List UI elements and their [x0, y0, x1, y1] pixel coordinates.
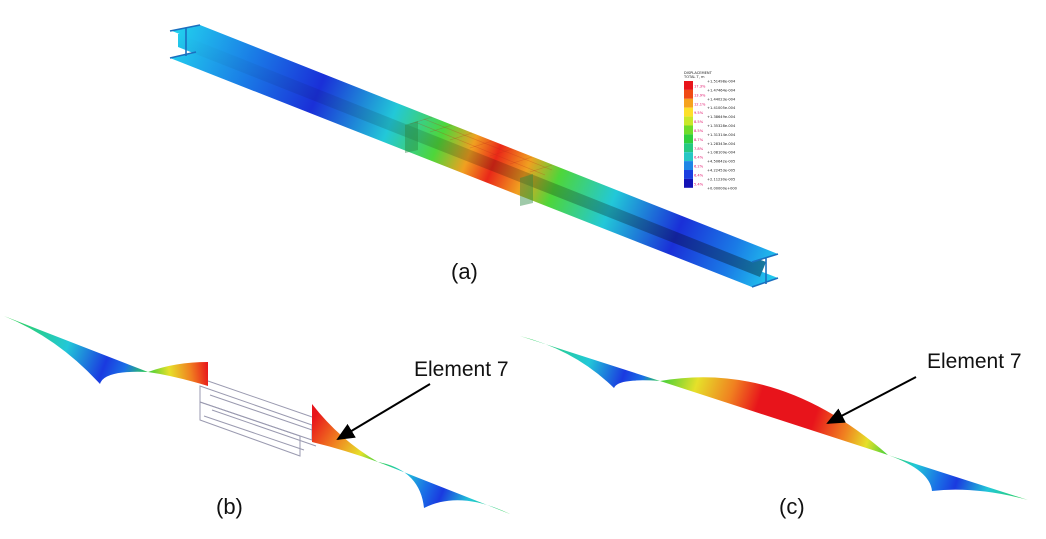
- legend-swatch: [684, 98, 693, 108]
- legend-swatch: [684, 134, 693, 144]
- legend-percent: 6.4%: [694, 174, 704, 178]
- panel-c-left-wave: [520, 336, 660, 388]
- legend-value: +1.28343e-004: [707, 142, 736, 146]
- legend-value: +1.47464e-004: [707, 88, 736, 92]
- panel-b-right-arc: [312, 404, 378, 462]
- legend-value: +4.22453e-005: [707, 169, 735, 173]
- legend-title-line1: DISPLACEMENT: [684, 71, 713, 75]
- legend-percent: 8.5%: [694, 129, 704, 133]
- legend-percent: 6.4%: [694, 156, 704, 160]
- panel-c-element-label: Element 7: [927, 350, 1022, 373]
- legend-percent: 6.2%: [694, 165, 704, 169]
- panel-c-caption: (c): [779, 494, 805, 519]
- beam-top-flange: [172, 25, 778, 262]
- panel-b-element-label: Element 7: [414, 358, 509, 381]
- legend-percent: 12.1%: [694, 102, 706, 106]
- panel-c-arrow: [826, 376, 917, 424]
- legend-swatch: [684, 116, 693, 126]
- panel-b-caption: (b): [216, 494, 243, 519]
- legend-value: +1.38649e-004: [707, 115, 736, 119]
- legend-swatch: [684, 178, 693, 188]
- displacement-legend: DISPLACEMENT TOTAL T, m 17.3% 13.9% 12.1% 9…: [683, 71, 738, 190]
- legend-percent: 5.4%: [694, 182, 704, 186]
- legend-swatch: [684, 170, 693, 179]
- legend-value: +2.11230e-005: [707, 177, 735, 181]
- legend-swatch: [684, 107, 693, 117]
- panel-c-mode-shape: [520, 336, 1028, 500]
- legend-swatch: [684, 89, 693, 99]
- panel-b-wireframe-element: [199, 380, 319, 457]
- beam-stiffener-right: [520, 174, 533, 206]
- legend-value: +0.00000e+000: [707, 186, 738, 190]
- legend-title-line2: TOTAL T, m: [683, 75, 705, 79]
- legend-value: +1.08109e-004: [707, 151, 736, 155]
- panel-b-mode-shape: [4, 316, 510, 514]
- legend-percent: 13.9%: [694, 93, 706, 97]
- legend-swatch: [684, 81, 693, 90]
- panel-a-caption: (a): [451, 259, 478, 284]
- beam-end-right: [751, 253, 779, 288]
- beam-end-left: [169, 24, 201, 59]
- legend-percent: 9.5%: [694, 111, 704, 115]
- legend-value: +4.50642e-005: [707, 160, 735, 164]
- panel-a-beam: [169, 24, 779, 288]
- legend-value: +1.31314e-004: [707, 133, 736, 137]
- legend-value: +1.51498e-004: [707, 80, 736, 84]
- beam-stiffener-left: [405, 121, 418, 153]
- panel-b-arrow: [336, 383, 431, 441]
- legend-percent: 8.5%: [694, 120, 704, 124]
- legend-percent: 7.8%: [694, 147, 704, 151]
- panel-b-left-arc: [148, 362, 208, 386]
- panel-b-right-wave: [378, 462, 510, 514]
- beam-mesh-grid: [409, 116, 553, 176]
- beam-bottom-flange: [170, 52, 778, 287]
- legend-swatch: [684, 152, 693, 162]
- legend-swatch: [684, 143, 693, 153]
- legend-percent: 8.7%: [694, 138, 704, 142]
- legend-value: +1.44023e-004: [707, 97, 736, 101]
- legend-percent: 17.3%: [694, 85, 706, 89]
- legend-value: +1.41005e-004: [707, 106, 736, 110]
- legend-value: +1.35328e-004: [707, 124, 736, 128]
- legend-swatch: [684, 161, 693, 170]
- legend-swatch: [684, 125, 693, 135]
- panel-c-right-wave: [888, 455, 1028, 500]
- panel-b-left-wave: [4, 316, 148, 384]
- panel-c-center-arc: [660, 377, 888, 455]
